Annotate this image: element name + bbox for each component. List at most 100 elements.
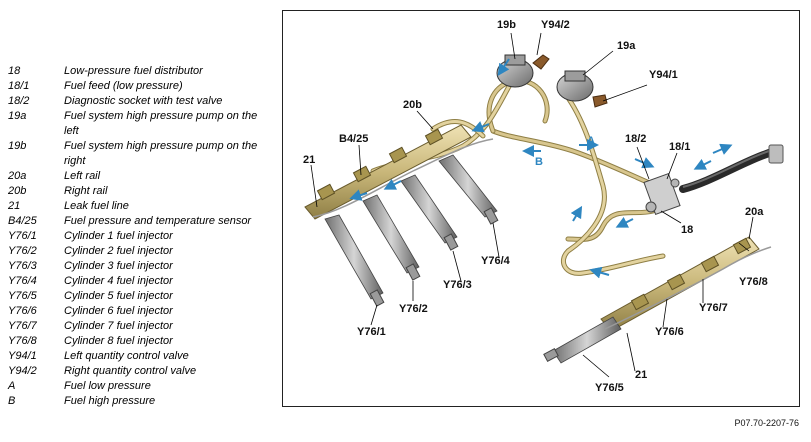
label-y76-6: Y76/6 (655, 326, 684, 338)
legend-description: Cylinder 8 fuel injector (64, 335, 173, 347)
legend-code: Y76/2 (8, 245, 37, 257)
legend-code: B (8, 395, 16, 407)
legend-code: 20a (8, 170, 27, 182)
legend-description: Fuel system high pressure pump on the le… (64, 110, 258, 137)
leak-fuel-line-left (604, 246, 772, 330)
legend-row: Y76/6 Cylinder 6 fuel injector (8, 304, 274, 319)
legend-code: Y76/3 (8, 260, 37, 272)
legend-row: Y76/3 Cylinder 3 fuel injector (8, 259, 274, 274)
label-19a: 19a (617, 40, 636, 52)
legend-row: Y94/1 Left quantity control valve (8, 349, 274, 364)
label-y94-1: Y94/1 (649, 69, 678, 81)
legend-code: Y76/4 (8, 275, 37, 287)
legend-description: Leak fuel line (64, 200, 129, 212)
legend-code: 21 (8, 200, 21, 212)
legend-row: Y76/2 Cylinder 2 fuel injector (8, 244, 274, 259)
label-y76-3: Y76/3 (443, 279, 472, 291)
low-pressure-distributor-18 (643, 172, 681, 216)
legend-row: Y76/8 Cylinder 8 fuel injector (8, 334, 274, 349)
label-19b: 19b (497, 19, 516, 31)
legend-row: 21 Leak fuel line (8, 199, 274, 214)
legend-description: Cylinder 6 fuel injector (64, 305, 173, 317)
legend-description: Left quantity control valve (64, 350, 189, 362)
feed-hose-highlight (682, 148, 776, 188)
label-y76-4: Y76/4 (481, 255, 511, 267)
legend-row: B Fuel high pressure (8, 394, 274, 409)
legend-code: Y76/8 (8, 335, 37, 347)
fuel-system-diagram: 19b Y94/2 19a Y94/1 20b B4/25 21 A B 18/… (303, 19, 784, 394)
legend-code: Y76/1 (8, 230, 37, 242)
legend-description: Fuel high pressure (64, 395, 156, 407)
label-b4-25: B4/25 (339, 133, 368, 145)
legend-code: Y76/6 (8, 305, 37, 317)
label-18: 18 (681, 224, 693, 236)
diagram-frame: 19b Y94/2 19a Y94/1 20b B4/25 21 A B 18/… (282, 10, 800, 407)
leader-lines (310, 32, 754, 378)
label-a: A (587, 135, 595, 147)
label-b: B (535, 156, 543, 168)
pump-19a (556, 70, 608, 108)
legend-description: Cylinder 4 fuel injector (64, 275, 173, 287)
legend-description: Left rail (64, 170, 101, 182)
label-y76-5: Y76/5 (595, 382, 624, 394)
legend-row: 20a Left rail (8, 169, 274, 184)
label-20a: 20a (745, 206, 764, 218)
label-y76-1: Y76/1 (357, 326, 386, 338)
legend-description: Fuel system high pressure pump on the ri… (64, 140, 258, 167)
injector-y76-1 (324, 214, 385, 307)
legend-description: Cylinder 1 fuel injector (64, 230, 173, 242)
injector-y76-3 (400, 174, 459, 251)
label-18-2: 18/2 (625, 133, 646, 145)
label-y76-8: Y76/8 (739, 276, 768, 288)
legend-description: Right quantity control valve (64, 365, 197, 377)
legend-row: 19a Fuel system high pressure pump on the… (8, 109, 274, 139)
legend-row: Y76/5 Cylinder 5 fuel injector (8, 289, 274, 304)
legend-description: Fuel low pressure (64, 380, 151, 392)
legend-code: Y94/2 (8, 365, 37, 377)
legend-code: Y94/1 (8, 350, 37, 362)
legend-code: Y76/5 (8, 290, 37, 302)
legend-row: 18/1 Fuel feed (low pressure) (8, 79, 274, 94)
legend-code: 20b (8, 185, 27, 197)
legend-code: 19a (8, 110, 27, 122)
legend-description: Cylinder 2 fuel injector (64, 245, 173, 257)
label-20b: 20b (403, 99, 422, 111)
injectors-right-bank (324, 154, 499, 307)
label-21-bottom: 21 (635, 369, 647, 381)
label-y94-2: Y94/2 (541, 19, 570, 31)
legend-description: Fuel pressure and temperature sensor (64, 215, 252, 227)
reference-code: P07.70-2207-76 (734, 418, 799, 428)
legend-description: Cylinder 7 fuel injector (64, 320, 173, 332)
legend-code: Y76/7 (8, 320, 37, 332)
pump-19b (496, 54, 550, 88)
legend-code: 18/2 (8, 95, 30, 107)
legend-description: Diagnostic socket with test valve (64, 95, 223, 107)
legend-row: Y76/1 Cylinder 1 fuel injector (8, 229, 274, 244)
label-y76-2: Y76/2 (399, 303, 428, 315)
injector-y76-5 (543, 316, 622, 364)
legend-row: 19b Fuel system high pressure pump on the… (8, 139, 274, 169)
label-21-top: 21 (303, 154, 315, 166)
hose-end-fitting (768, 144, 784, 164)
legend-description: Fuel feed (low pressure) (64, 80, 183, 92)
legend-description: Cylinder 3 fuel injector (64, 260, 173, 272)
leak-fuel-line-right (312, 138, 494, 218)
legend-row: 18/2 Diagnostic socket with test valve (8, 94, 274, 109)
legend-code: 19b (8, 140, 27, 152)
injector-y76-2 (362, 194, 421, 281)
legend-row: Y94/2 Right quantity control valve (8, 364, 274, 379)
legend-description: Low-pressure fuel distributor (64, 65, 203, 77)
legend-code: A (8, 380, 16, 392)
label-18-1: 18/1 (669, 141, 690, 153)
injector-y76-4 (438, 154, 499, 225)
legend-code: 18/1 (8, 80, 30, 92)
label-y76-7: Y76/7 (699, 302, 728, 314)
legend-description: Cylinder 5 fuel injector (64, 290, 173, 302)
right-rail (304, 124, 472, 220)
feed-hose (679, 147, 779, 193)
legend-row: A Fuel low pressure (8, 379, 274, 394)
